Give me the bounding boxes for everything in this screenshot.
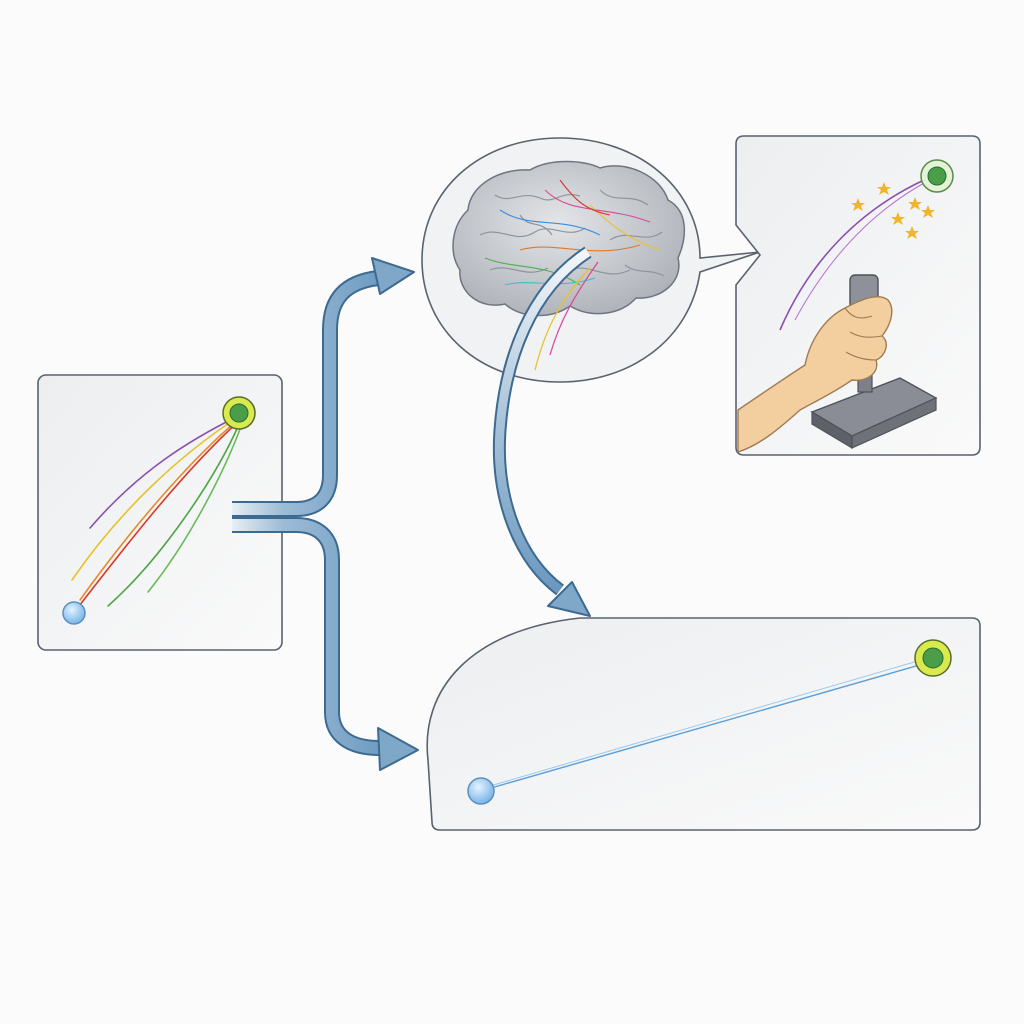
brain-icon [452, 160, 686, 317]
start-point-icon-bottom [467, 777, 495, 805]
brain-folds [479, 189, 665, 277]
target-point-icon-joystick [920, 159, 954, 193]
split-arrows [232, 257, 419, 771]
clean-trajectory [483, 661, 931, 791]
arrow-down-head [377, 727, 419, 771]
brain-bubble [421, 137, 761, 617]
trajectory-green-2 [147, 423, 243, 593]
tube-sparks [534, 261, 599, 371]
joystick-trajectory [779, 179, 925, 331]
trajectory-green [107, 421, 241, 607]
arrow-up-head [371, 257, 415, 295]
trajectory-purple [89, 415, 239, 529]
joystick-panel [735, 135, 981, 456]
sparkle-stars [851, 182, 935, 239]
bottom-panel [426, 617, 981, 831]
trajectory-red [75, 419, 241, 611]
target-point-icon [222, 396, 256, 430]
trajectory-orange [79, 417, 241, 601]
hand-icon [737, 296, 893, 453]
start-point-icon [62, 601, 86, 625]
target-point-icon-bottom [914, 639, 952, 677]
noisy-trajectories [71, 415, 243, 611]
tube-arrow-head [547, 581, 591, 617]
trajectory-yellow [71, 416, 239, 581]
left-panel [37, 374, 283, 651]
